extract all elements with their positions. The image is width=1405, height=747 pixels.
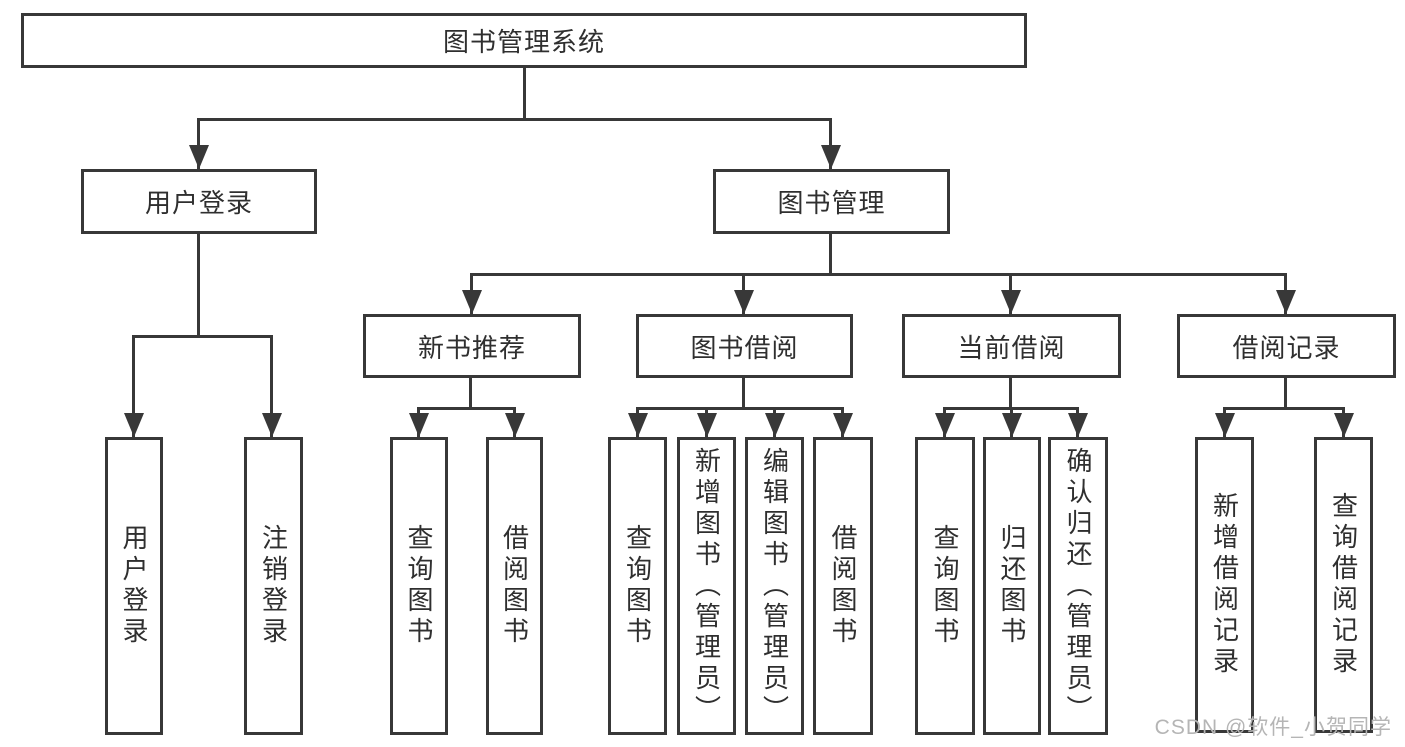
connector-hline [1223,407,1344,410]
node-borrow-books-borrowing: 借阅图书 [813,437,873,735]
connector-vline [829,234,832,276]
node-user-login-action: 用户登录 [105,437,163,735]
node-borrow-books-recommendation: 借阅图书 [486,437,543,735]
arrow-down-icon [1001,407,1022,437]
node-current-borrowing: 当前借阅 [902,314,1121,378]
connector-vline [469,378,472,410]
node-query-borrow-record: 查询借阅记录 [1314,437,1373,733]
node-add-borrow-record: 新增借阅记录 [1195,437,1254,733]
arrow-down-icon [261,335,282,437]
node-confirm-return-admin: 确认归还（管理员） [1048,437,1108,735]
connector-vline [1284,378,1287,410]
node-library-management-system: 图书管理系统 [21,13,1027,68]
node-query-books-borrowing: 查询图书 [608,437,667,735]
arrow-down-icon [820,118,841,169]
node-query-books-current: 查询图书 [915,437,975,735]
arrow-down-icon [934,407,955,437]
connector-vline [742,378,745,410]
arrow-down-icon [1000,273,1021,314]
connector-vline [197,234,200,338]
arrow-down-icon [123,335,144,437]
arrow-down-icon [1333,407,1354,437]
arrow-down-icon [1275,273,1296,314]
connector-hline [417,407,515,410]
node-logout: 注销登录 [244,437,303,735]
connector-hline [197,118,832,121]
arrow-down-icon [188,118,209,169]
watermark: CSDN @软件_小贺同学 [1154,716,1392,739]
arrow-down-icon [1067,407,1088,437]
node-query-books-recommendation: 查询图书 [390,437,448,735]
arrow-down-icon [1214,407,1235,437]
arrow-down-icon [627,407,648,437]
node-book-management: 图书管理 [713,169,950,234]
arrow-down-icon [408,407,429,437]
arrow-down-icon [696,407,717,437]
node-return-books: 归还图书 [983,437,1041,735]
connector-hline [132,335,273,338]
connector-hline [636,407,843,410]
node-book-borrowing: 图书借阅 [636,314,853,378]
connector-vline [1009,378,1012,410]
node-new-book-recommendation: 新书推荐 [363,314,581,378]
arrow-down-icon [764,407,785,437]
node-edit-books-admin: 编辑图书（管理员） [745,437,804,735]
connector-vline [523,68,526,121]
connector-hline [470,273,1287,276]
node-add-books-admin: 新增图书（管理员） [677,437,736,735]
arrow-down-icon [461,273,482,314]
arrow-down-icon [832,407,853,437]
node-borrowing-records: 借阅记录 [1177,314,1396,378]
arrow-down-icon [733,273,754,314]
arrow-down-icon [504,407,525,437]
node-user-login: 用户登录 [81,169,317,234]
